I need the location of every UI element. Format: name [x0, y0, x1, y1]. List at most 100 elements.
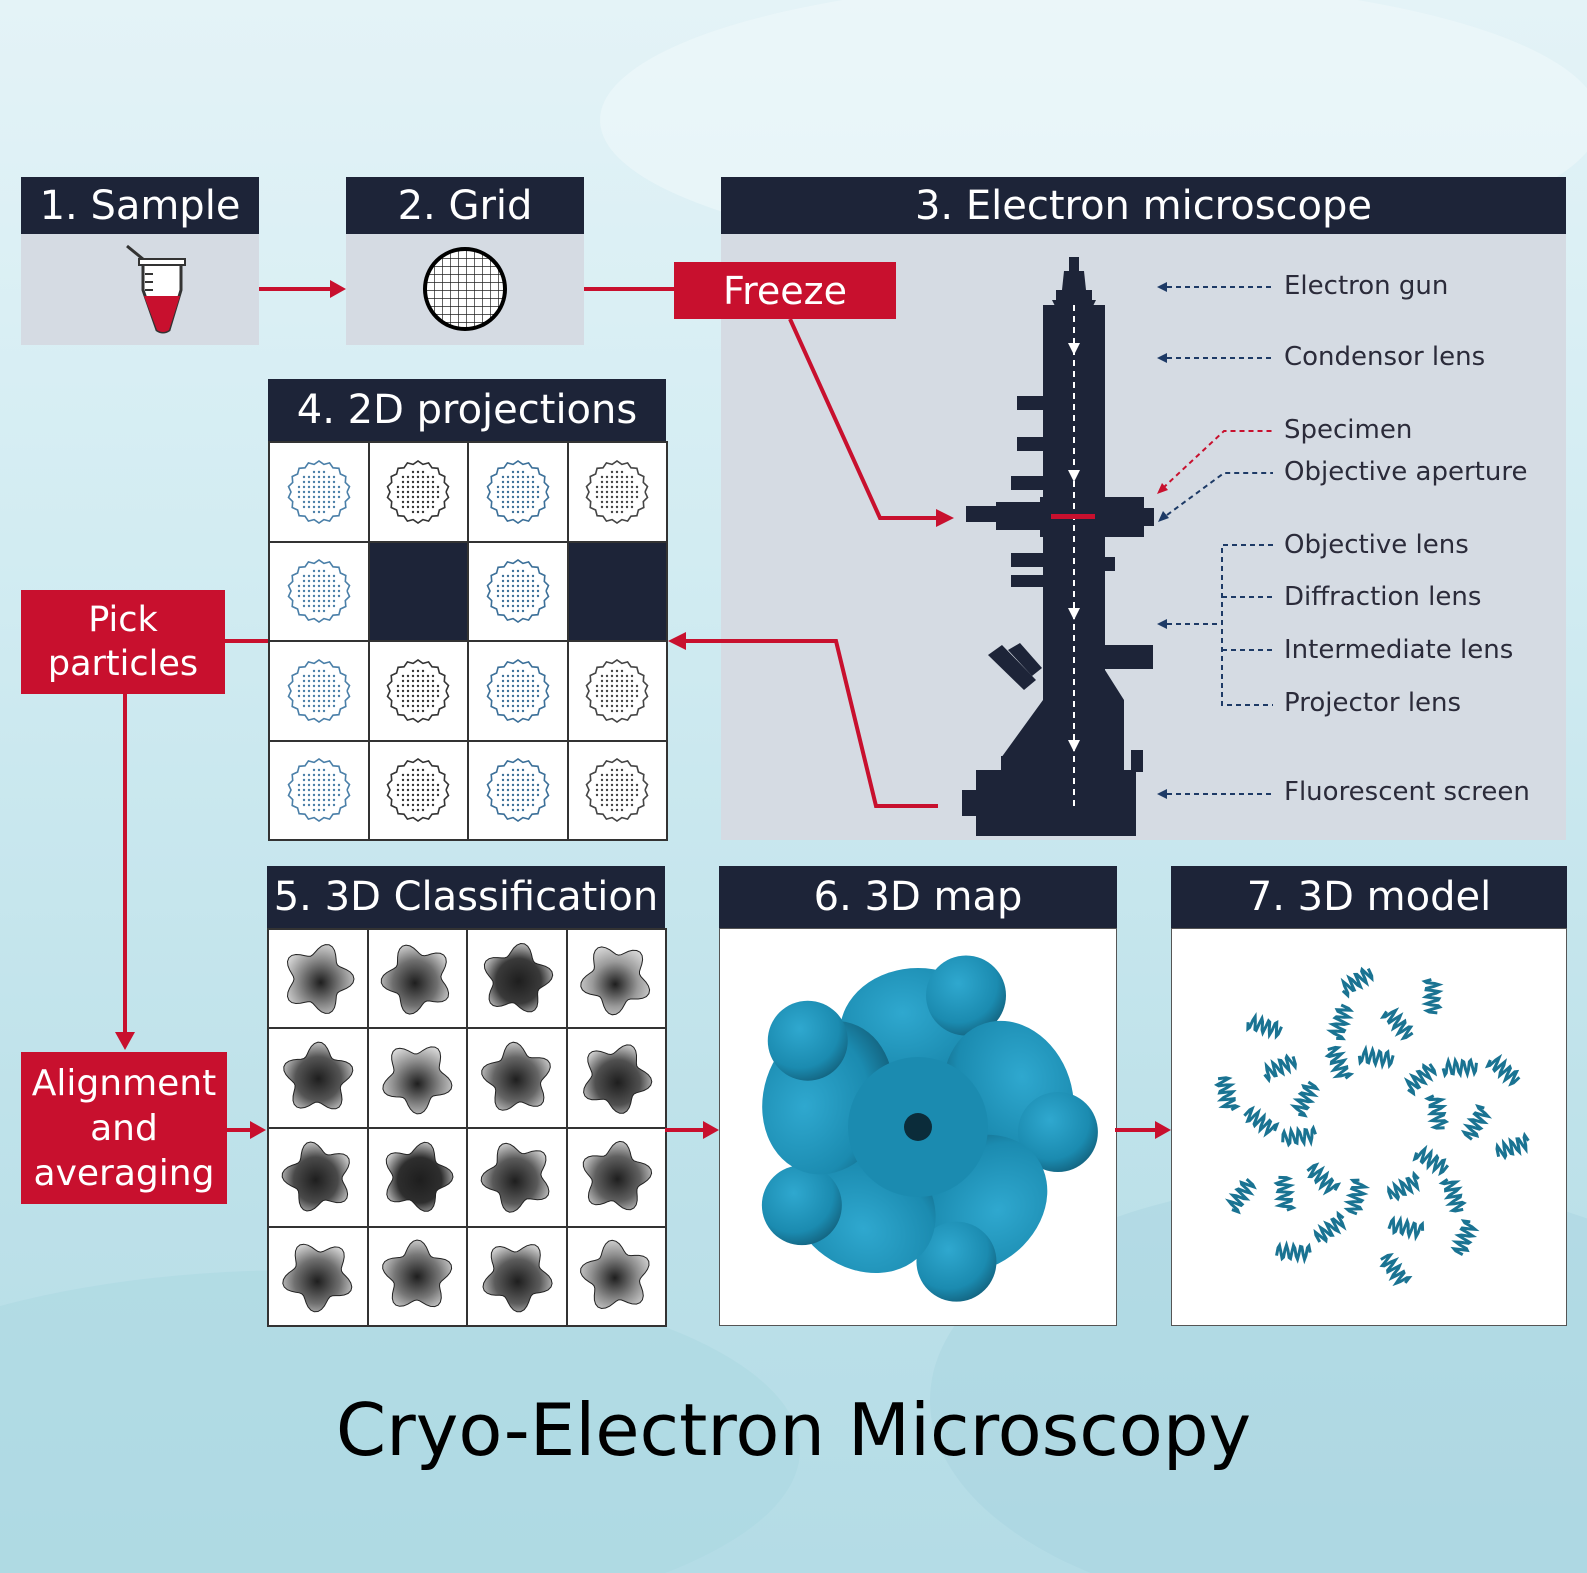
label-projector-lens: Projector lens — [1284, 688, 1462, 718]
class-average-icon — [382, 1239, 453, 1308]
class-average-cell — [367, 929, 467, 1029]
page-title: Cryo-Electron Microscopy — [335, 1388, 1252, 1472]
class-average-cell — [467, 1127, 567, 1227]
class-average-icon — [483, 942, 553, 1012]
freeze-box: Freeze — [674, 262, 896, 319]
pick-label-line1: Pick — [88, 600, 158, 640]
sample-header: 1. Sample — [21, 177, 259, 234]
model-header: 7. 3D model — [1171, 866, 1567, 928]
particle-icon — [287, 559, 351, 624]
classification-grid — [267, 928, 667, 1327]
class-average-icon — [282, 1244, 353, 1313]
model-ribbon-image — [1213, 966, 1530, 1287]
class-average-cell — [566, 1028, 666, 1128]
class-average-cell — [367, 1028, 467, 1128]
class-average-cell — [566, 929, 666, 1029]
projections-grid — [268, 441, 668, 841]
microscope-header: 3. Electron microscope — [721, 177, 1566, 234]
label-electron-gun: Electron gun — [1284, 271, 1449, 301]
label-diffraction-lens: Diffraction lens — [1284, 582, 1482, 612]
map-title: 6. 3D map — [813, 874, 1023, 920]
class-average-icon — [480, 1142, 550, 1213]
projection-particle-cell — [567, 641, 667, 741]
particle-icon — [287, 658, 351, 723]
class-average-cell — [268, 1226, 368, 1326]
projection-particle-cell — [269, 641, 369, 741]
class-average-icon — [381, 944, 450, 1015]
map-header: 6. 3D map — [719, 866, 1117, 928]
class-average-cell — [367, 1127, 467, 1227]
microscope-title: 3. Electron microscope — [914, 182, 1373, 229]
projection-particle-cell — [368, 740, 468, 840]
grid-panel — [346, 234, 584, 345]
projection-particle-cell — [269, 740, 369, 840]
tube-icon — [126, 244, 186, 334]
projection-empty-cell — [567, 541, 667, 641]
projection-particle-cell — [468, 641, 568, 741]
projection-particle-cell — [269, 442, 369, 542]
particle-icon — [585, 459, 649, 524]
particle-icon — [486, 459, 550, 524]
class-average-icon — [580, 1240, 650, 1310]
projection-particle-cell — [468, 442, 568, 542]
grid-header: 2. Grid — [346, 177, 584, 234]
grid-title: 2. Grid — [397, 182, 533, 229]
label-intermediate-lens: Intermediate lens — [1284, 635, 1514, 665]
class-average-icon — [580, 946, 651, 1015]
map-density-image — [761, 955, 1098, 1302]
alignment-box: Alignment and averaging — [21, 1052, 227, 1204]
class-average-icon — [382, 1046, 453, 1115]
projection-particle-cell — [468, 740, 568, 840]
grid-icon — [423, 247, 507, 331]
particle-icon — [486, 658, 550, 723]
particle-icon — [585, 658, 649, 723]
class-average-icon — [482, 1244, 553, 1313]
class-average-cell — [268, 929, 368, 1029]
particle-icon — [287, 459, 351, 524]
label-fluorescent-screen: Fluorescent screen — [1284, 777, 1530, 807]
projection-empty-cell — [368, 541, 468, 641]
class-average-icon — [286, 943, 355, 1014]
particle-icon — [386, 758, 450, 823]
map-panel — [719, 928, 1117, 1326]
sample-title: 1. Sample — [39, 182, 241, 229]
align-label-line3: averaging — [33, 1152, 215, 1194]
label-objective-aperture: Objective aperture — [1284, 457, 1528, 487]
class-average-icon — [583, 1141, 653, 1211]
model-panel — [1171, 928, 1567, 1326]
class-average-icon — [481, 1041, 551, 1111]
class-average-icon — [583, 1044, 653, 1114]
label-specimen: Specimen — [1284, 415, 1413, 445]
pick-particles-box: Pick particles — [21, 590, 225, 694]
particle-icon — [386, 658, 450, 723]
freeze-label: Freeze — [723, 268, 847, 313]
label-condensor-lens: Condensor lens — [1284, 342, 1486, 372]
class-average-cell — [467, 929, 567, 1029]
classification-title: 5. 3D Classification — [273, 874, 659, 920]
particle-icon — [287, 758, 351, 823]
classification-header: 5. 3D Classification — [267, 866, 665, 928]
projections-header: 4. 2D projections — [268, 379, 666, 441]
particle-icon — [386, 459, 450, 524]
projection-particle-cell — [468, 541, 568, 641]
particle-icon — [486, 758, 550, 823]
projection-particle-cell — [567, 740, 667, 840]
projection-particle-cell — [269, 541, 369, 641]
class-average-icon — [386, 1141, 454, 1212]
particle-icon — [486, 559, 550, 624]
class-average-cell — [566, 1226, 666, 1326]
class-average-cell — [268, 1127, 368, 1227]
projections-title: 4. 2D projections — [296, 387, 638, 433]
label-objective-lens: Objective lens — [1284, 530, 1469, 560]
align-label-line1: Alignment — [31, 1062, 217, 1104]
class-average-cell — [566, 1127, 666, 1227]
class-average-icon — [281, 1141, 350, 1212]
model-title: 7. 3D model — [1246, 874, 1492, 920]
projection-particle-cell — [567, 442, 667, 542]
align-label-line2: and — [90, 1107, 158, 1149]
class-average-cell — [467, 1028, 567, 1128]
particle-icon — [585, 758, 649, 823]
pick-label-line2: particles — [47, 644, 199, 684]
